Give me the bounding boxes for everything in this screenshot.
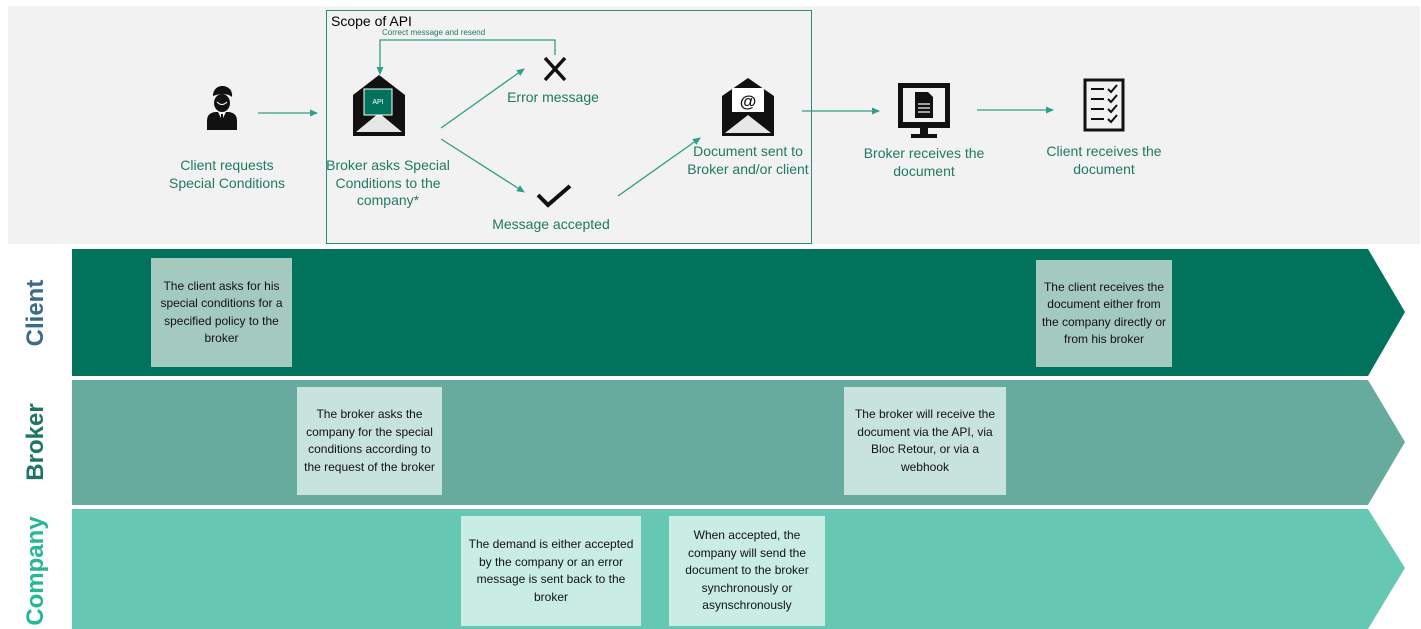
step-broker-receives-label: Broker receives the document (863, 145, 985, 179)
monitor-document-icon (898, 83, 950, 138)
lane-title-broker: Broker (22, 403, 49, 481)
top-process-panel (8, 6, 1420, 244)
arrow-correct-resend-loop (376, 39, 556, 75)
check-icon (536, 184, 572, 208)
arrow-accepted-to-document (617, 137, 701, 197)
broker-lane-bar (72, 380, 1405, 505)
svg-text:@: @ (740, 92, 757, 111)
step-message-accepted-label: Message accepted (492, 216, 610, 232)
envelope-api-icon: API (353, 75, 405, 136)
arrow-to-error (440, 68, 525, 129)
arrow-to-accepted (440, 138, 525, 193)
step-client-receives-label: Client receives the document (1046, 143, 1162, 177)
scope-title: Scope of API (331, 13, 412, 29)
step-broker-asks-label: Broker asks Special Conditions to the co… (326, 157, 450, 208)
step-document-sent-label: Document sent to Broker and/or client (687, 143, 809, 177)
envelope-at-icon: @ (722, 78, 774, 136)
person-icon (207, 86, 237, 130)
cross-icon (543, 56, 567, 82)
step-client-requests-label: Client requests Special Conditions (169, 157, 285, 191)
correct-resend-label: Correct message and resend (382, 28, 486, 37)
step-error-message-label: Error message (507, 89, 599, 105)
api-badge: API (372, 99, 383, 106)
checklist-icon (1083, 78, 1125, 132)
lane-title-client: Client (22, 279, 49, 347)
api-scope-box (326, 10, 812, 244)
lane-title-company: Company (22, 516, 49, 626)
